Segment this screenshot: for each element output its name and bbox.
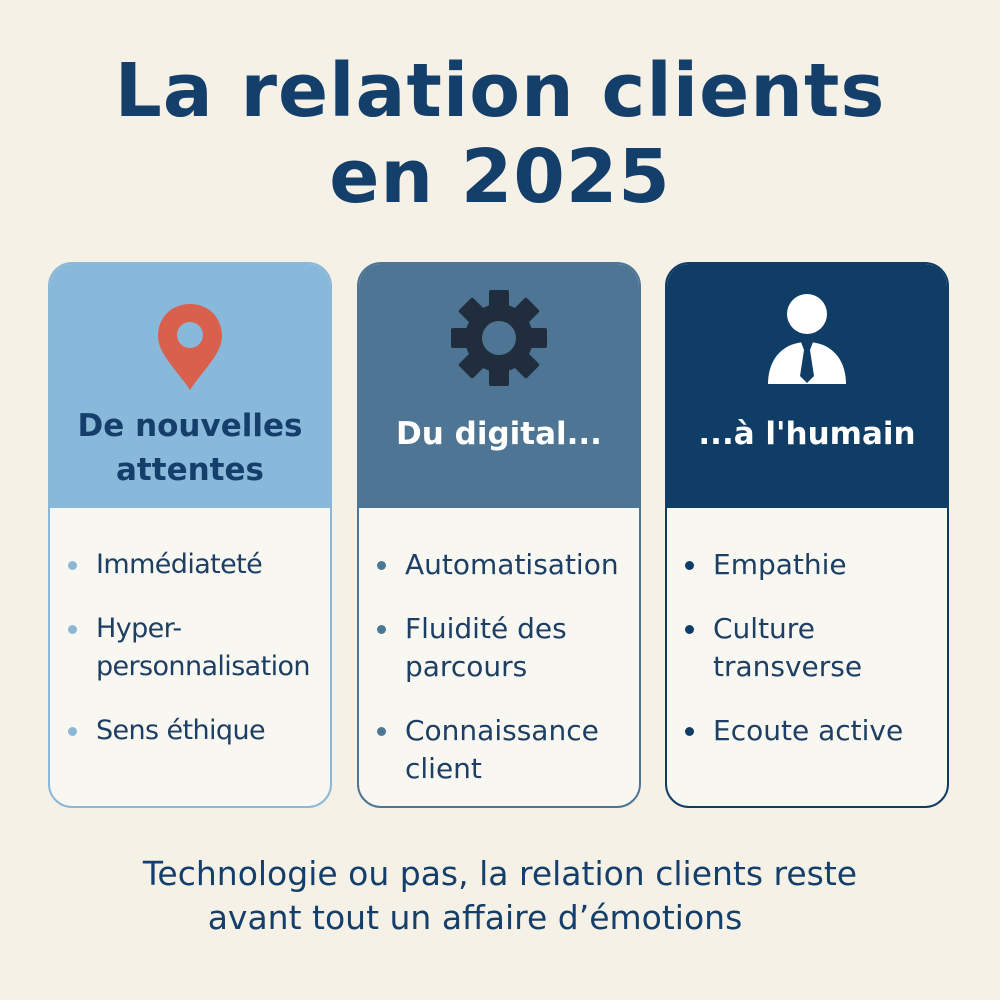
gear-icon (451, 290, 547, 386)
page-title-line-2: en 2025 (329, 134, 671, 220)
location-pin-icon (158, 304, 222, 390)
card-title: Du digital... (396, 416, 602, 452)
person-icon (768, 294, 846, 384)
card-human: ...à l'humain Empathie Culture transvers… (665, 262, 949, 808)
footer-caption: Technologie ou pas, la relation clients … (0, 852, 1000, 940)
footer-line-1: Technologie ou pas, la relation clients … (142, 854, 858, 893)
card-header: De nouvelles attentes (50, 264, 330, 508)
bullet-icon (685, 625, 694, 634)
bullet-icon (685, 561, 694, 570)
card-digital: Du digital... Automatisation Fluidité de… (357, 262, 641, 808)
card-header: ...à l'humain (667, 264, 947, 508)
list-item: Connaissance client (375, 712, 633, 788)
card-header: Du digital... (359, 264, 639, 508)
bullet-icon (68, 727, 77, 736)
list-item: Fluidité des parcours (375, 610, 633, 686)
card-list: Automatisation Fluidité des parcours Con… (375, 546, 633, 806)
page-title-line-1: La relation clients (114, 48, 886, 134)
card-list: Empathie Culture transverse Ecoute activ… (683, 546, 941, 776)
list-item: Culture transverse (683, 610, 941, 686)
bullet-icon (68, 561, 77, 570)
list-item: Sens éthique (66, 712, 324, 750)
list-item: Automatisation (375, 546, 633, 584)
bullet-icon (377, 727, 386, 736)
list-item: Hyper-personnalisation (66, 610, 324, 686)
footer-line-2: avant tout un affaire d’émotions (207, 898, 743, 937)
bullet-icon (377, 561, 386, 570)
list-item: Empathie (683, 546, 941, 584)
bullet-icon (68, 625, 77, 634)
card-title: ...à l'humain (698, 416, 916, 452)
bullet-icon (685, 727, 694, 736)
bullet-icon (377, 625, 386, 634)
list-item: Immédiateté (66, 546, 324, 584)
list-item: Ecoute active (683, 712, 941, 750)
page-title: La relation clients en 2025 (0, 48, 1000, 220)
card-title: De nouvelles attentes (77, 408, 303, 488)
card-new-expectations: De nouvelles attentes Immédiateté Hyper-… (48, 262, 332, 808)
card-list: Immédiateté Hyper-personnalisation Sens … (66, 546, 324, 776)
